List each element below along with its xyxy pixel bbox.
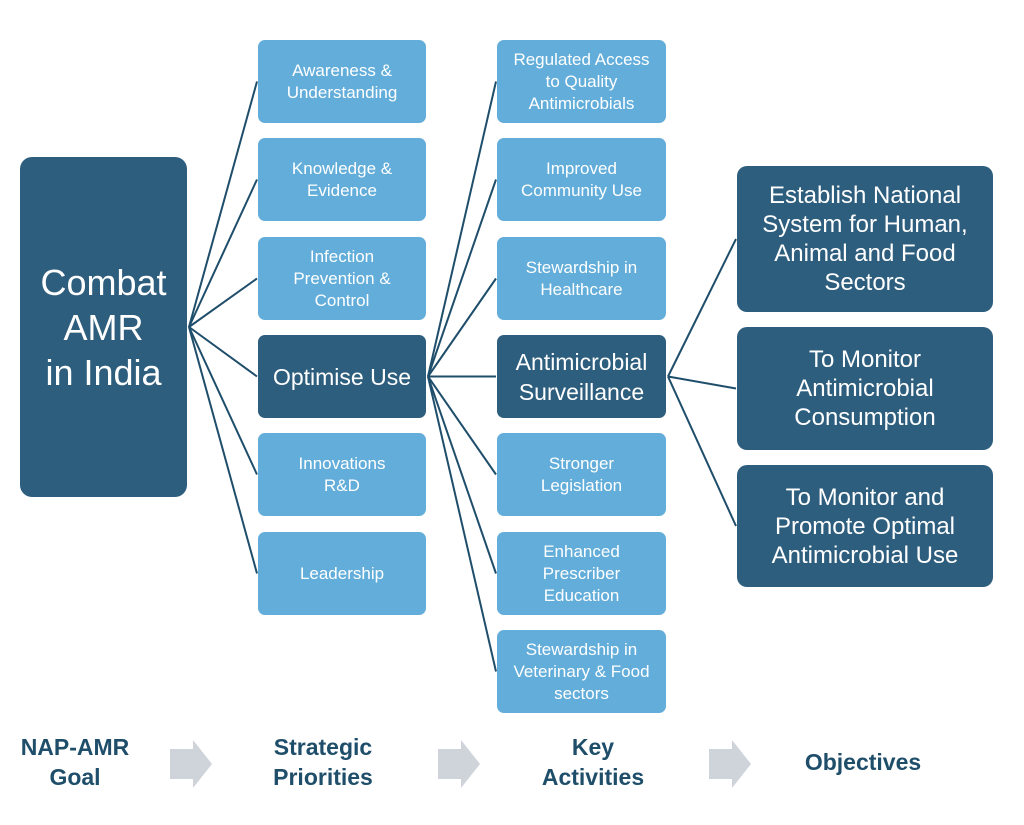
connector-line — [188, 277, 258, 328]
activity-stronger-legislation: Stronger Legislation — [497, 433, 666, 516]
priority-infection-prevention: Infection Prevention & Control — [258, 237, 426, 320]
activity-community-use: Improved Community Use — [497, 138, 666, 221]
priority-innovations: Innovations R&D — [258, 433, 426, 516]
connector-line — [188, 326, 258, 475]
objective-monitor-consumption: To Monitor Antimicrobial Consumption — [737, 327, 993, 450]
connector-line — [427, 376, 497, 574]
connector-line — [188, 326, 258, 378]
right-arrow-icon — [170, 740, 212, 788]
connector-line — [667, 375, 737, 390]
priority-awareness: Awareness & Understanding — [258, 40, 426, 123]
connector-line — [188, 326, 258, 574]
connector-line — [188, 179, 258, 328]
priority-optimise-use: Optimise Use — [258, 335, 426, 418]
connector-line — [427, 277, 497, 378]
activity-antimicrobial-surveillance: Antimicrobial Surveillance — [497, 335, 666, 418]
activity-stewardship-healthcare: Stewardship in Healthcare — [497, 237, 666, 320]
activity-prescriber-education: Enhanced Prescriber Education — [497, 532, 666, 615]
objective-optimal-use: To Monitor and Promote Optimal Antimicro… — [737, 465, 993, 587]
stage-label-goal: NAP-AMR Goal — [20, 734, 130, 790]
connector-line — [427, 81, 497, 377]
stage-label-objectives: Objectives — [804, 749, 922, 775]
stage-label-priorities: Strategic Priorities — [273, 734, 373, 790]
connector-line — [667, 238, 737, 377]
connector-line — [427, 376, 497, 672]
connector-line — [427, 179, 497, 377]
goal-box: Combat AMR in India — [20, 157, 187, 497]
right-arrow-icon — [709, 740, 751, 788]
activity-regulated-access: Regulated Access to Quality Antimicrobia… — [497, 40, 666, 123]
priority-knowledge: Knowledge & Evidence — [258, 138, 426, 221]
connector-line — [188, 81, 258, 328]
stage-label-activities: Key Activities — [541, 734, 645, 790]
connector-line — [667, 376, 737, 527]
connector-line — [427, 375, 497, 476]
right-arrow-icon — [438, 740, 480, 788]
objective-national-system: Establish National System for Human, Ani… — [737, 166, 993, 312]
activity-stewardship-veterinary: Stewardship in Veterinary & Food sectors — [497, 630, 666, 713]
priority-leadership: Leadership — [258, 532, 426, 615]
